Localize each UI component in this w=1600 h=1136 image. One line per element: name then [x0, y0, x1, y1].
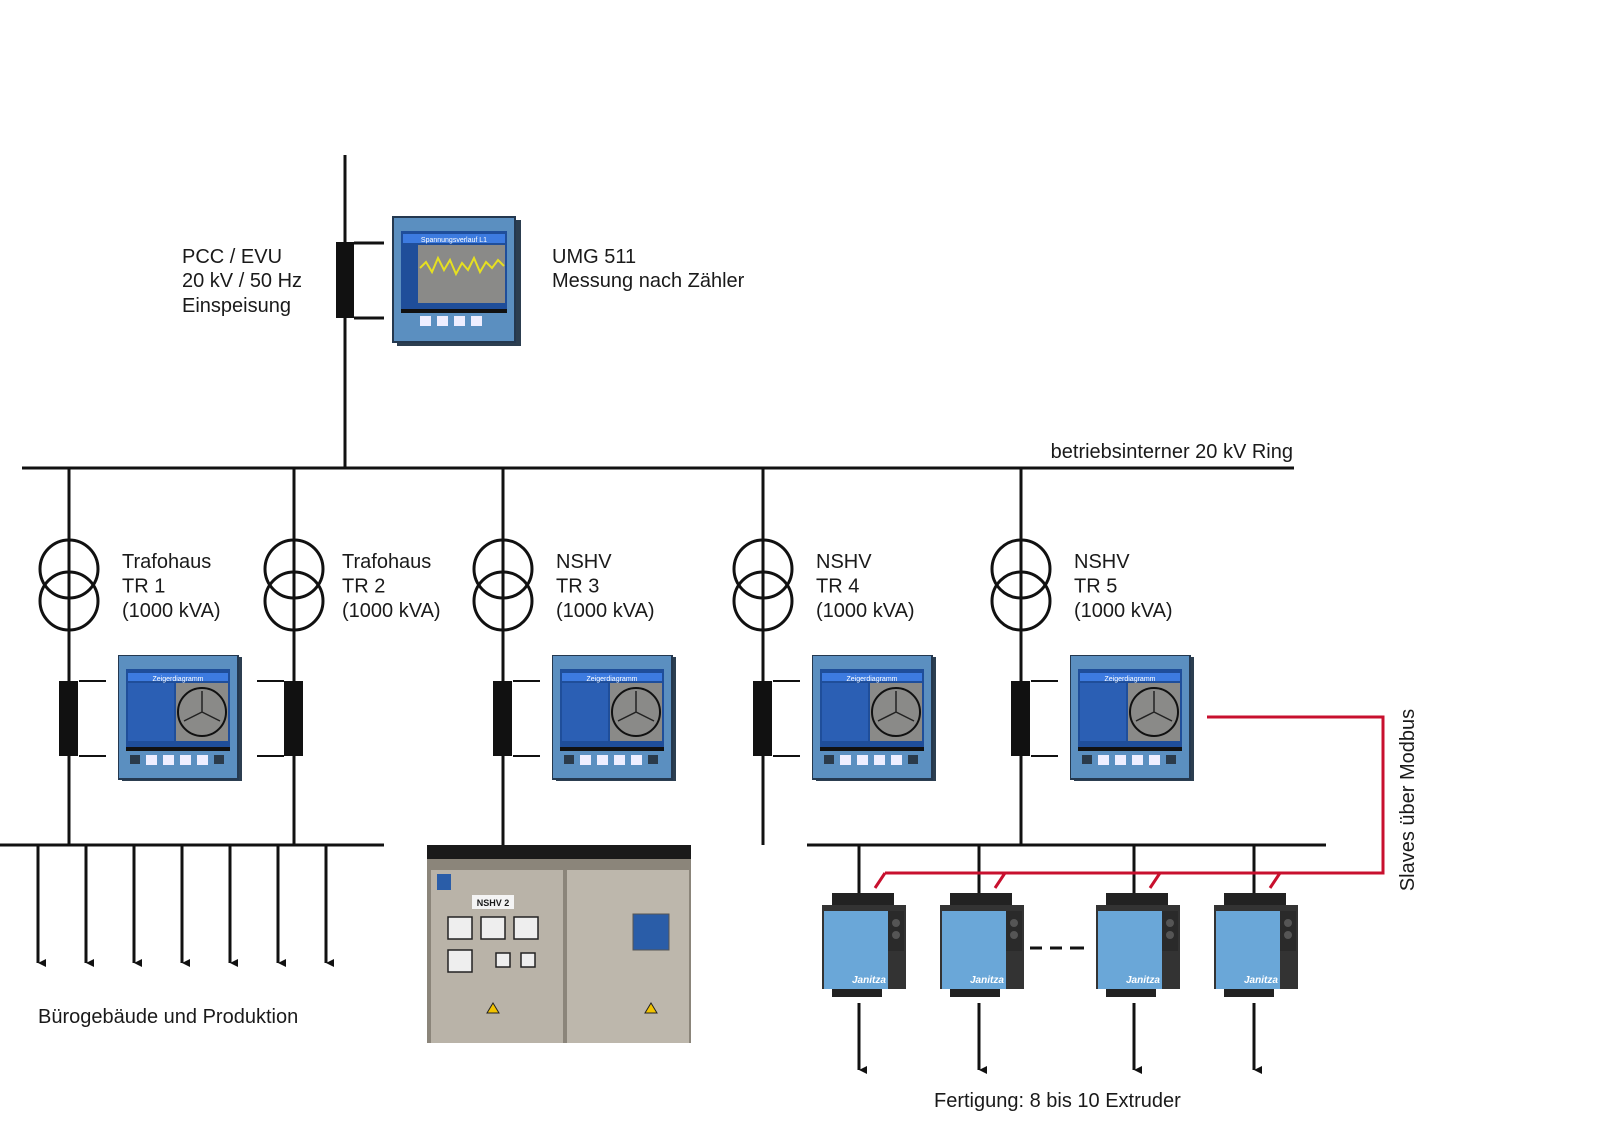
ct-leads [773, 680, 800, 757]
transformer-label: (1000 kVA) [816, 600, 915, 622]
transformer-symbol [263, 538, 325, 632]
current-transformer [753, 681, 772, 756]
umg511-label: UMG 511 Messung nach Zähler [552, 246, 745, 292]
transformer-label: NSHV [556, 551, 612, 573]
transformer-label: TR 5 [1074, 576, 1117, 598]
svg-text:PCC / EVU: PCC / EVU [182, 246, 282, 268]
transformer-label: TR 4 [816, 576, 859, 598]
screen-title: Zeigerdiagramm [1105, 676, 1156, 683]
transformer-label: (1000 kVA) [1074, 600, 1173, 622]
modbus-line [885, 715, 1385, 875]
production-label: Fertigung: 8 bis 10 Extruder [934, 1090, 1181, 1112]
modbus-tap [1268, 872, 1282, 889]
feeder-tr2: Trafohaus TR 2(1000 kVA) [257, 468, 441, 845]
umg-meter: Zeigerdiagramm [1070, 655, 1195, 782]
svg-text:Einspeisung: Einspeisung [182, 295, 291, 317]
slave-meter: Janitza [822, 845, 906, 1070]
modbus-tap [1148, 872, 1162, 889]
office-label: Bürogebäude und Produktion [38, 1006, 298, 1028]
nshv2-switchgear-photo: NSHV 2 [427, 845, 691, 1043]
transformer-label: TR 1 [122, 576, 165, 598]
screen-title: Zeigerdiagramm [847, 676, 898, 683]
transformer-label: Trafohaus [342, 551, 431, 573]
modbus-label: Slaves über Modbus [1397, 709, 1419, 891]
svg-text:UMG 511: UMG 511 [552, 246, 636, 268]
umg-meter: Zeigerdiagramm [812, 655, 937, 782]
feeder-tr5: NSHV TR 5(1000 kVA) [990, 468, 1173, 845]
current-transformer [493, 681, 512, 756]
transformer-symbol [472, 538, 534, 632]
brand-label: Janitza [970, 975, 1004, 986]
transformer-symbol [990, 538, 1052, 632]
transformer-label: (1000 kVA) [122, 600, 221, 622]
screen-title: Zeigerdiagramm [587, 676, 638, 683]
slave-meter: Janitza [1096, 845, 1180, 1070]
umg-meter: Zeigerdiagramm [552, 655, 677, 782]
ct-leads [257, 680, 284, 757]
transformer-label: (1000 kVA) [556, 600, 655, 622]
transformer-label: Trafohaus [122, 551, 211, 573]
transformer-label: TR 3 [556, 576, 599, 598]
screen-title: Zeigerdiagramm [153, 676, 204, 683]
current-transformer [336, 242, 354, 318]
transformer-symbol [732, 538, 794, 632]
current-transformer [59, 681, 78, 756]
transformer-symbol [38, 538, 100, 632]
slave-meter: Janitza [940, 845, 1024, 1070]
current-transformer [1011, 681, 1030, 756]
feeder-tr3: NSHV TR 3(1000 kVA) [472, 468, 655, 845]
modbus-tap [993, 872, 1007, 889]
umg511-meter: Spannungsverlauf L1 [392, 216, 521, 346]
svg-text:20 kV / 50 Hz: 20 kV / 50 Hz [182, 270, 302, 292]
umg-meter: Zeigerdiagramm [118, 655, 243, 782]
feeder-tr1: Trafohaus TR 1(1000 kVA) [38, 468, 221, 845]
svg-text:Messung nach Zähler: Messung nach Zähler [552, 270, 745, 292]
current-transformer [284, 681, 303, 756]
ct-leads [354, 241, 384, 320]
ct-leads [513, 680, 540, 757]
screen-title: Spannungsverlauf L1 [421, 237, 487, 244]
modbus-tap [873, 872, 887, 889]
ct-leads [79, 680, 106, 757]
transformer-label: NSHV [816, 551, 872, 573]
transformer-label: (1000 kVA) [342, 600, 441, 622]
transformer-label: TR 2 [342, 576, 385, 598]
pcc-label: PCC / EVU 20 kV / 50 Hz Einspeisung [182, 246, 302, 317]
feeder-tr4: NSHV TR 4(1000 kVA) [732, 468, 915, 845]
brand-label: Janitza [1126, 975, 1160, 986]
brand-label: Janitza [852, 975, 886, 986]
transformer-label: NSHV [1074, 551, 1130, 573]
slave-meter: Janitza [1214, 845, 1298, 1070]
panel-label: NSHV 2 [477, 898, 510, 908]
ring-label: betriebsinterner 20 kV Ring [1051, 441, 1293, 463]
ct-leads [1031, 680, 1058, 757]
brand-label: Janitza [1244, 975, 1278, 986]
